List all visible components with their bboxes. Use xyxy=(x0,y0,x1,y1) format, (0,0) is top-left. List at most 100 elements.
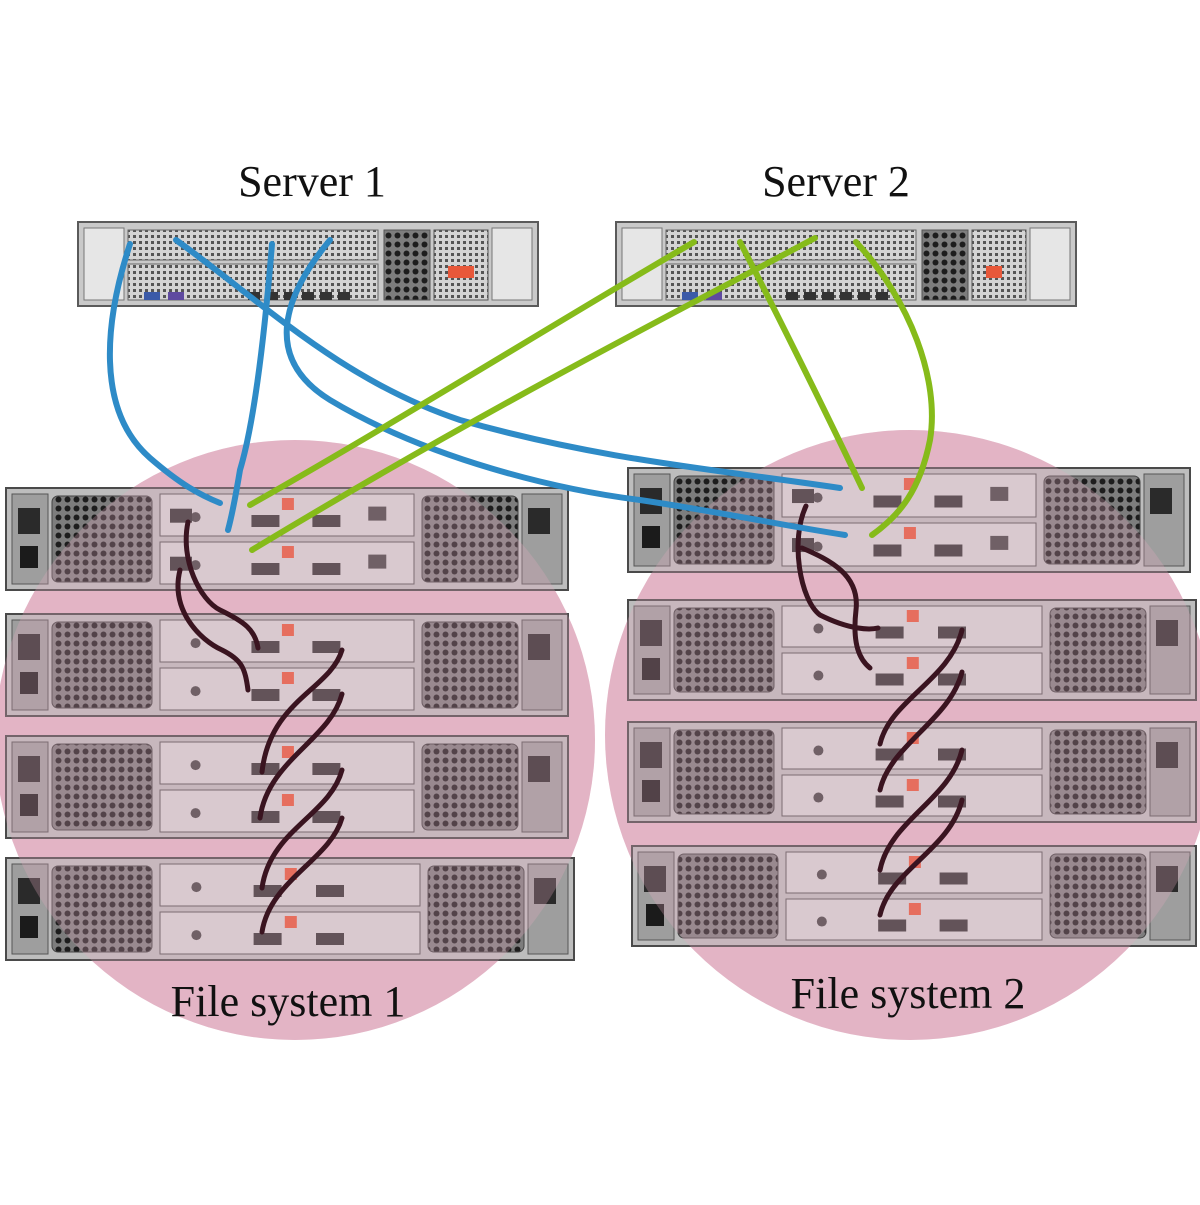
fs2-chain-cable-3 xyxy=(877,627,965,747)
module-handle xyxy=(281,672,294,684)
module-handle xyxy=(281,624,294,636)
sas-port-out xyxy=(312,563,341,575)
sas-port-in xyxy=(253,933,282,945)
fs1-expansion-enclosure-1 xyxy=(5,613,569,717)
power-inlet xyxy=(640,742,662,768)
sas-port-in xyxy=(251,763,280,775)
enclosure-left-fan xyxy=(673,607,775,693)
module-led xyxy=(813,745,824,756)
power-switch xyxy=(20,916,38,938)
power-inlet xyxy=(18,508,40,534)
server1-cable-to-fs2-ctrl-a xyxy=(173,237,843,491)
server-right-ear xyxy=(491,227,533,301)
enclosure-right-fan xyxy=(1049,729,1147,815)
sas-port-out xyxy=(316,933,344,945)
server-network-port xyxy=(840,292,852,300)
module-led xyxy=(816,916,827,927)
module-handle xyxy=(908,903,921,915)
server1-cable-to-fs1-ctrl-a xyxy=(106,241,223,506)
fs2-chain-cable-5 xyxy=(877,747,965,873)
power-switch xyxy=(20,794,38,816)
sas-port-in xyxy=(878,919,907,932)
power-inlet xyxy=(18,878,40,904)
sas-port-in xyxy=(875,795,904,808)
module-handle xyxy=(281,498,294,510)
fs1-chain-cable-4 xyxy=(257,691,345,821)
server-network-port xyxy=(804,292,816,300)
enclosure-left-psu xyxy=(633,473,671,567)
module-handle xyxy=(906,657,919,669)
host-port xyxy=(792,489,814,504)
module-led xyxy=(813,670,824,681)
server-network-port xyxy=(822,292,834,300)
server-network-port xyxy=(266,292,278,300)
server-1-label: Server 1 xyxy=(238,157,386,206)
module-led xyxy=(190,686,201,697)
sas-port-in xyxy=(875,673,904,686)
enclosure-left-fan xyxy=(677,853,779,939)
module-led xyxy=(190,638,201,649)
fs2-chain-cable-1 xyxy=(795,503,881,632)
power-inlet xyxy=(528,634,550,660)
server-network-port xyxy=(284,292,296,300)
enclosure-left-fan xyxy=(673,729,775,815)
server2-cable-to-fs2-ctrl-b xyxy=(853,239,935,538)
server-1-chassis xyxy=(77,221,539,307)
module-handle xyxy=(281,546,294,558)
host-port xyxy=(170,508,192,523)
fs2-chain-cable-4 xyxy=(877,669,965,793)
server-network-port xyxy=(876,292,888,300)
enclosure-right-fan xyxy=(1049,853,1147,939)
enclosure-right-fan xyxy=(421,743,519,831)
enclosure-left-fan xyxy=(51,743,153,831)
sas-port-out xyxy=(312,689,341,701)
server-usb-port xyxy=(706,292,722,300)
sas-port-in xyxy=(875,626,904,639)
power-switch xyxy=(646,904,664,926)
enclosure-left-fan xyxy=(51,621,153,709)
module-handle xyxy=(903,527,916,539)
module-led xyxy=(190,760,201,771)
sas-port-out xyxy=(312,763,341,775)
daisy-chain-cables xyxy=(175,503,965,935)
fs1-chain-cable-6 xyxy=(259,815,345,935)
file-system-1-tint xyxy=(0,440,595,1040)
enclosure-left-fan xyxy=(51,495,153,583)
server-vga-port xyxy=(682,292,698,300)
sas-port-in xyxy=(873,495,902,508)
sas-port-in xyxy=(251,515,280,527)
management-port xyxy=(368,554,387,569)
module-led xyxy=(813,623,824,634)
power-switch xyxy=(20,672,38,694)
enclosure-right-fan xyxy=(421,495,519,583)
file-system-1-label: File system 1 xyxy=(170,977,406,1026)
sas-port-out xyxy=(939,919,968,932)
module-led xyxy=(812,541,823,552)
sas-port-in xyxy=(251,689,280,701)
enclosure-right-fan xyxy=(421,621,519,709)
server-1-cables xyxy=(106,237,848,538)
server-pcie-slots xyxy=(127,229,379,261)
server-network-port xyxy=(302,292,314,300)
fs1-chain-cable-5 xyxy=(259,767,345,891)
power-switch xyxy=(642,526,660,548)
server-fan xyxy=(921,229,969,301)
module-led xyxy=(191,930,202,941)
module-led xyxy=(190,512,201,523)
module-led xyxy=(190,808,201,819)
server-psu-1 xyxy=(971,229,1027,301)
management-port xyxy=(368,506,387,521)
fs1-controller-enclosure xyxy=(5,487,569,591)
power-switch xyxy=(642,658,660,680)
power-inlet xyxy=(1156,866,1178,892)
module-led xyxy=(812,492,823,503)
module-led xyxy=(813,792,824,803)
server-network-port xyxy=(338,292,350,300)
server-network-port xyxy=(320,292,332,300)
power-inlet xyxy=(1150,488,1172,514)
server-2-chassis xyxy=(615,221,1077,307)
server-vga-port xyxy=(144,292,160,300)
fs1-expansion-enclosure-2 xyxy=(5,735,569,839)
server2-cable-to-fs1-ctrl-b xyxy=(249,235,818,553)
